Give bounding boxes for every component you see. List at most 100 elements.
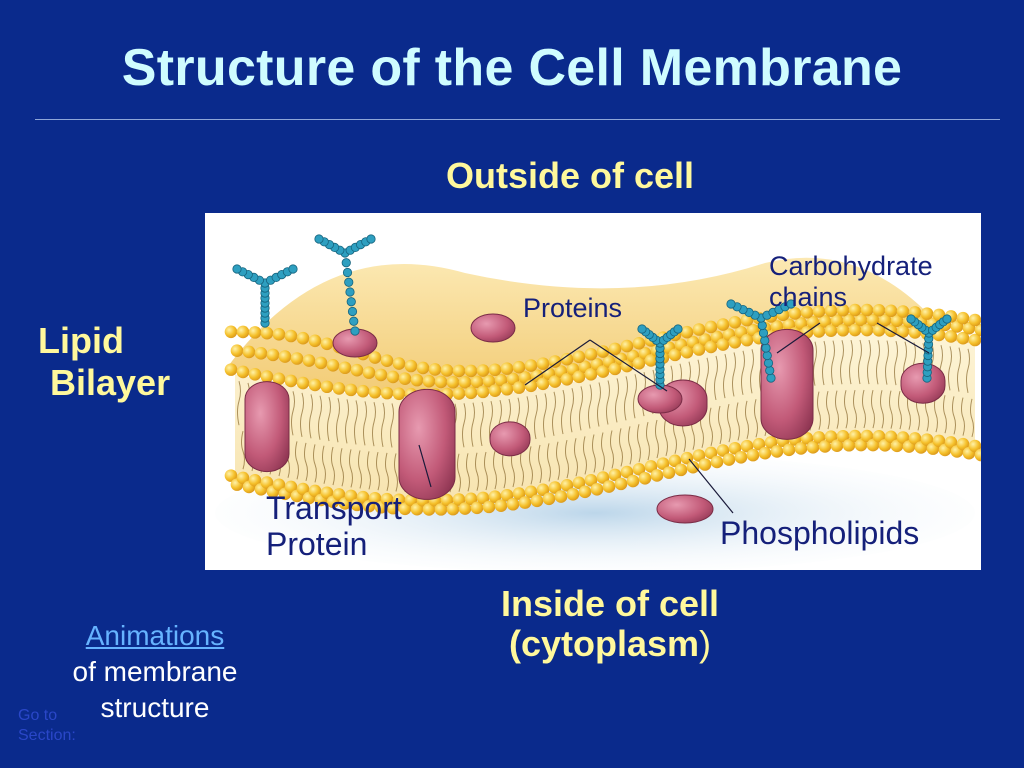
- phospholipid-head-lower: [578, 485, 592, 499]
- phospholipid-head: [482, 374, 496, 388]
- phospholipid-head: [314, 356, 328, 370]
- phospholipid-head: [692, 323, 706, 336]
- phospholipid-head-lower: [644, 460, 658, 473]
- pointer-line-transport: [418, 444, 432, 488]
- phospholipid-head-lower: [920, 433, 934, 446]
- phospholipid-head-lower: [236, 471, 250, 485]
- transport-label-line1: Transport: [266, 490, 402, 526]
- phospholipid-head: [296, 331, 310, 345]
- lipid-label-line1: Lipid: [38, 320, 124, 361]
- phospholipid-head: [968, 333, 981, 347]
- phospholipid-head-lower: [320, 486, 334, 500]
- phospholipid-head-lower: [770, 445, 784, 458]
- phospholipid-head-lower: [500, 488, 514, 502]
- phospholipid-head: [512, 360, 526, 374]
- phospholipid-head: [236, 325, 250, 339]
- phospholipid-head-lower: [800, 432, 814, 445]
- phospholipid-head: [470, 375, 484, 389]
- phospholipid-head-lower: [968, 439, 981, 453]
- phospholipid-head: [338, 361, 352, 375]
- phospholipid-head-lower: [392, 493, 406, 507]
- membrane-illustration: [215, 234, 981, 570]
- go-to-section-link[interactable]: Go to Section:: [18, 706, 76, 746]
- phospholipid-head: [704, 340, 718, 354]
- phospholipid-head: [278, 350, 292, 363]
- phospholipid-head-lower: [356, 490, 370, 504]
- phospholipid-head-lower: [536, 483, 550, 497]
- phospholipid-head: [608, 342, 622, 356]
- phospholipid-head: [392, 387, 406, 401]
- phospholipid-head: [236, 365, 250, 379]
- phospholipid-head-lower: [668, 454, 682, 468]
- phospholipid-head-lower: [458, 502, 472, 515]
- phospholipid-head: [488, 363, 502, 377]
- phospholipid-head: [860, 323, 874, 337]
- carbohydrate-chain-left: [232, 264, 298, 328]
- phospholipid-head-lower: [590, 482, 604, 496]
- goto-line1: Go to: [18, 707, 58, 724]
- phospholipid-head-lower: [710, 455, 724, 469]
- pointer-line-carbo-left: [776, 322, 821, 354]
- phospholipid-head: [446, 375, 460, 389]
- carbohydrate-chain-far-right: [906, 314, 952, 383]
- phospholipid-head: [422, 374, 436, 388]
- goto-line2: Section:: [18, 727, 76, 744]
- phospholipid-head: [272, 372, 286, 386]
- phospholipid-head-lower: [554, 490, 568, 503]
- phospholipid-head: [608, 362, 622, 376]
- phospholipid-head-lower: [530, 494, 544, 508]
- carbohydrate-chain-tall: [314, 234, 376, 336]
- phospholipid-head: [740, 313, 754, 327]
- animations-link[interactable]: Animations: [85, 620, 225, 651]
- phospholipid-head-lower: [908, 432, 922, 445]
- phospholipid-head: [866, 313, 880, 327]
- phospholipid-head: [956, 311, 970, 325]
- inside-of-cell-label: Inside of cell (cytoplasm): [420, 584, 800, 664]
- phospholipid-head: [704, 320, 718, 334]
- phospholipid-head: [248, 367, 262, 381]
- phospholipid-head: [668, 348, 682, 362]
- carbohydrate-chain-center: [637, 324, 683, 390]
- phospholipid-head: [308, 378, 322, 392]
- phospholipid-head: [230, 344, 244, 358]
- proteins-label: Proteins: [523, 293, 623, 323]
- phospholipids-label: Phospholipids: [720, 515, 920, 551]
- lipid-bilayer-label: Lipid Bilayer: [38, 320, 170, 404]
- cytoplasm-word: (cytoplasm: [508, 623, 700, 664]
- carbohydrate-chains-label: Carbohydrate chains: [769, 251, 933, 313]
- phospholipid-head: [302, 354, 316, 367]
- phospholipid-head: [464, 364, 478, 378]
- phospholipid-head-lower: [806, 441, 820, 454]
- phospholipid-head: [224, 363, 238, 376]
- phospholipid-head-lower: [740, 439, 754, 453]
- phospholipid-head-lower: [332, 488, 346, 501]
- phospholipid-head: [380, 354, 394, 368]
- phospholipid-head-lower: [842, 438, 856, 452]
- phospholipid-head-lower: [818, 440, 832, 453]
- slide-title: Structure of the Cell Membrane: [121, 39, 903, 97]
- phospholipid-head-lower: [716, 444, 730, 457]
- phospholipid-head-lower: [848, 429, 862, 443]
- phospholipid-head-lower: [812, 431, 826, 444]
- phospholipid-head: [968, 313, 981, 327]
- glycoprotein-right: [900, 362, 946, 404]
- transport-protein-label: Transport Protein: [266, 490, 402, 562]
- phospholipid-head: [956, 331, 970, 345]
- cytoplasm-close-paren: ): [699, 623, 712, 664]
- phospholipid-head: [848, 303, 862, 317]
- phospholipid-head: [440, 364, 454, 377]
- pointer-line-phospho: [688, 458, 734, 514]
- phospholipid-head: [716, 338, 730, 351]
- phospholipid-head: [344, 383, 358, 397]
- phospholipid-head-lower: [248, 473, 262, 487]
- phospholipid-head-lower: [650, 469, 664, 482]
- phospholipid-head: [488, 384, 502, 397]
- phospholipid-head-lower: [704, 446, 718, 460]
- phospholipid-head-lower: [422, 503, 436, 516]
- phospholipid-head: [812, 325, 826, 338]
- phospholipid-head: [836, 303, 850, 317]
- phospholipid-head: [374, 368, 388, 382]
- phospholipid-head: [812, 305, 826, 318]
- pointer-line-carbo-right: [876, 322, 930, 354]
- phospholipid-head: [680, 325, 694, 339]
